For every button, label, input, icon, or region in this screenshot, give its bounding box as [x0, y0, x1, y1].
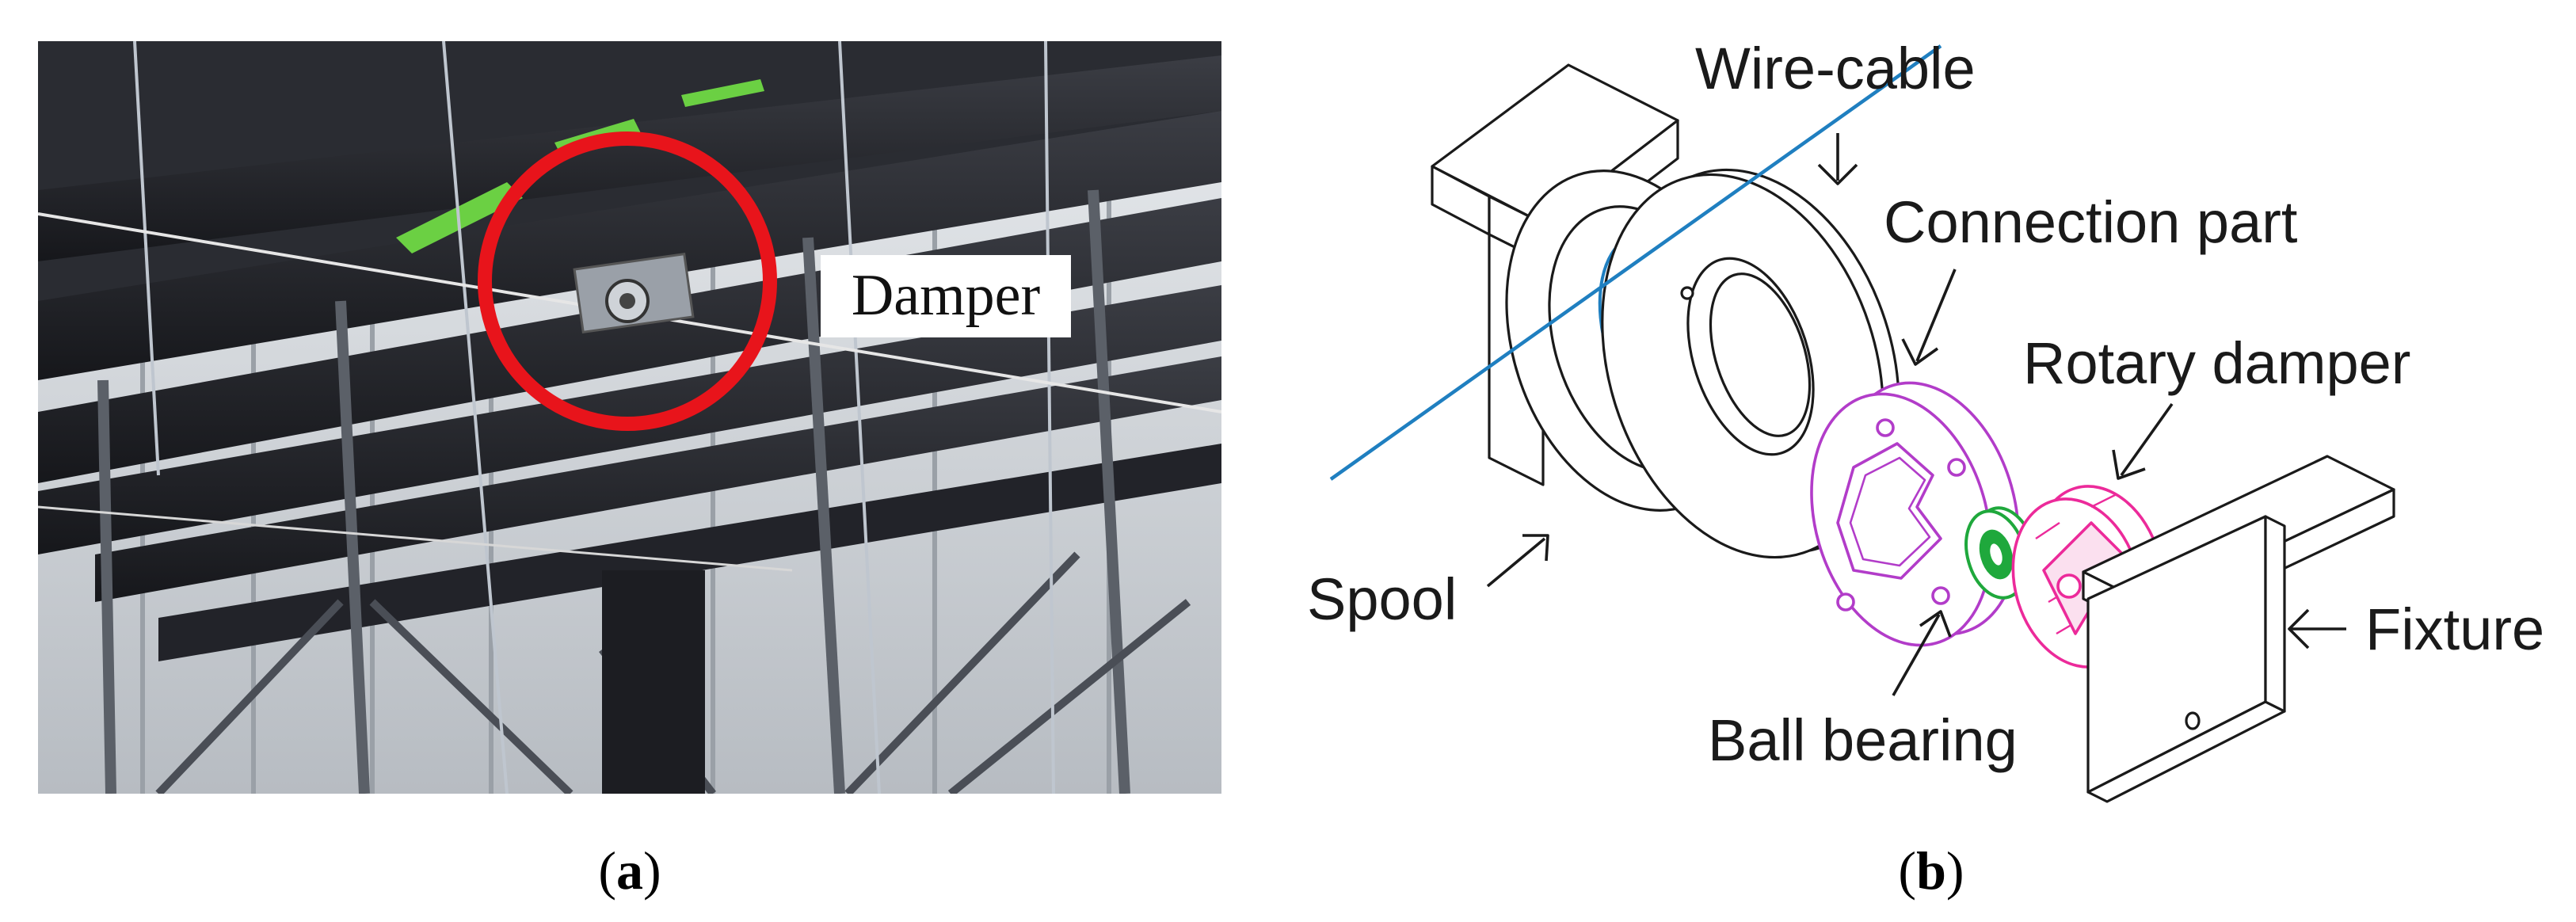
photo-posts — [97, 189, 1130, 794]
spool-pin-hole — [1680, 286, 1694, 300]
rotary-damper-arrow — [2120, 402, 2174, 477]
connection-part-arrow-head — [1901, 338, 1939, 366]
damper-label-box — [821, 255, 1071, 337]
panel-a-photo: Damper — [38, 41, 1221, 794]
photo-damper-device — [573, 252, 695, 334]
panel-b-diagram — [1329, 44, 2395, 803]
photo-column — [602, 570, 705, 794]
label-wire-cable: Wire-cable — [1695, 36, 1976, 101]
panel-b-caption: (b) — [1898, 840, 1964, 901]
ball-bearing-arrow — [1892, 614, 1941, 696]
ball-bearing-arrow-head — [1919, 610, 1952, 638]
spool-bore-inner — [1709, 272, 1812, 437]
fixture — [2082, 455, 2395, 803]
wire-cable-arrow-head — [1817, 163, 1858, 185]
rotary-damper-arrow-head — [2112, 449, 2146, 480]
wire-cable-line — [1329, 44, 1942, 481]
connection-part-arrow — [1915, 269, 1957, 362]
damper-highlight-circle — [478, 131, 777, 431]
label-ball-bearing: Ball bearing — [1708, 707, 2018, 773]
spool-arrow-head — [1522, 534, 1549, 562]
label-fixture: Fixture — [2365, 596, 2544, 662]
fixture-arrow-head — [2288, 608, 2310, 650]
photo-cable-lower — [38, 505, 793, 572]
panel-a-caption: (a) — [598, 840, 661, 901]
photo-rods — [133, 41, 1055, 794]
label-connection-part: Connection part — [1884, 189, 2298, 255]
label-rotary-damper: Rotary damper — [2023, 330, 2410, 396]
spool-arrow — [1486, 537, 1546, 588]
callout-arrows — [1486, 133, 2346, 696]
label-spool: Spool — [1307, 566, 1457, 632]
damper-label: Damper — [852, 263, 1040, 328]
